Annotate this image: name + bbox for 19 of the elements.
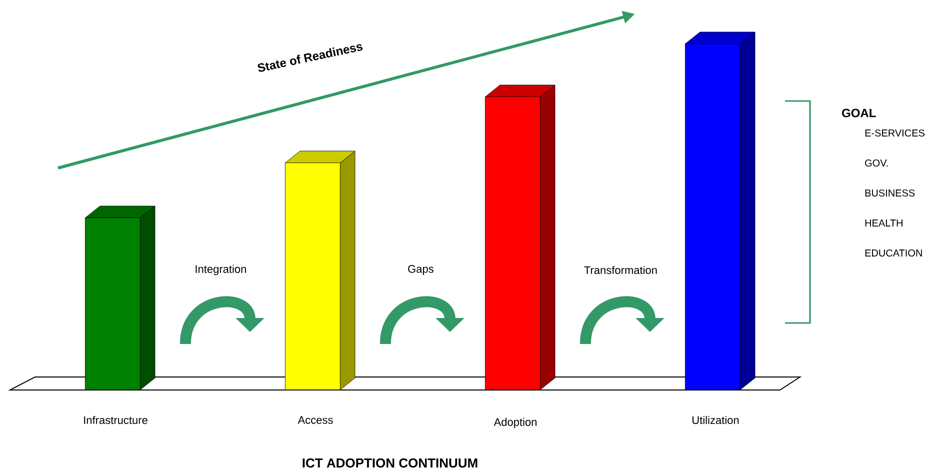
edge-label: Transformation bbox=[584, 266, 657, 274]
node-label: Infrastructure bbox=[84, 416, 148, 424]
goal-item: E-SERVICES bbox=[865, 129, 924, 137]
node-label: Adoption bbox=[494, 418, 536, 428]
edge-label: Integration bbox=[196, 264, 246, 276]
bar: Adoption bbox=[484, 84, 556, 428]
goal-item: BUSINESS bbox=[865, 189, 915, 197]
bar: Infrastructure bbox=[84, 206, 156, 424]
node-label: Access bbox=[298, 416, 333, 424]
bar: Utilization bbox=[684, 32, 756, 424]
arrow-label: State of Readiness bbox=[258, 44, 363, 72]
goal-heading: GOAL bbox=[842, 108, 876, 118]
node-label: Utilization bbox=[692, 416, 739, 424]
goal-item: EDUCATION bbox=[865, 249, 922, 257]
edge-label: Gaps bbox=[408, 265, 434, 275]
caption: ICT ADOPTION CONTINUUM bbox=[302, 458, 478, 468]
goal-item: GOV. bbox=[865, 159, 888, 167]
goal-item: HEALTH bbox=[865, 220, 902, 226]
bar: Access bbox=[284, 150, 356, 424]
